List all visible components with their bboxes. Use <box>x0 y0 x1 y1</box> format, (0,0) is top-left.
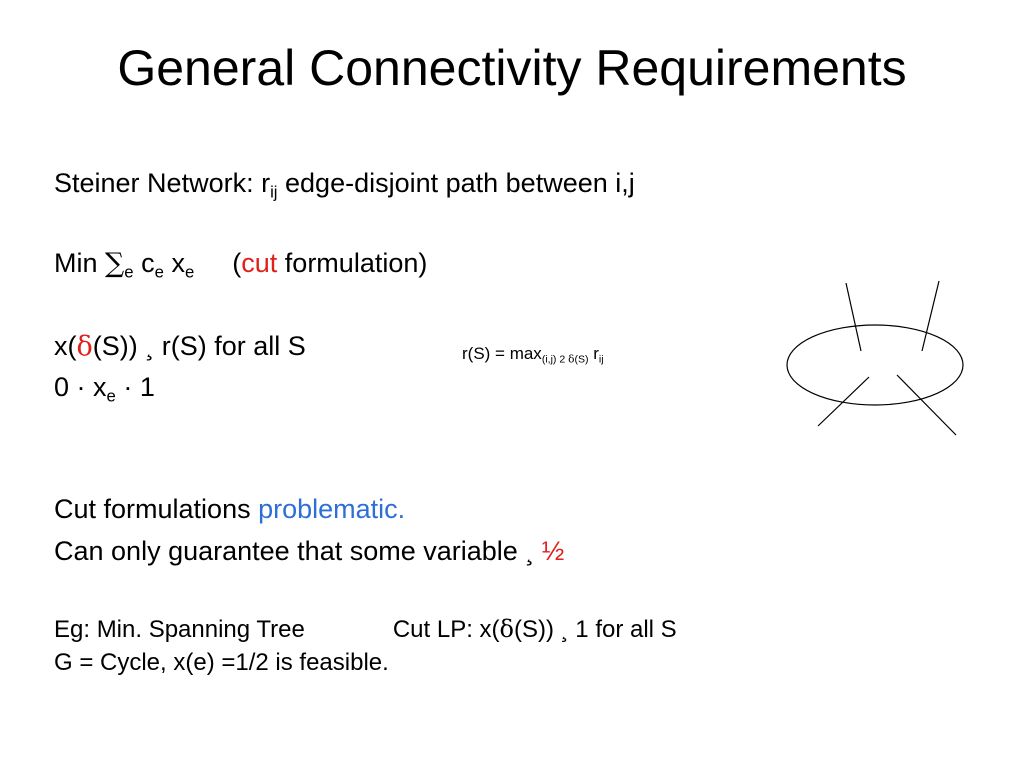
half-highlight: ½ <box>534 536 565 566</box>
cut-lp-delta: δ <box>499 615 514 643</box>
constraint-r-part: r(S) for all S <box>154 331 306 361</box>
rs-definition: r(S) = max(i,j) 2 δ(S) rij <box>462 338 604 370</box>
guarantee-prefix: Can only guarantee that some variable <box>54 536 526 566</box>
bounds-constraint-line: 0 · xe · 1 <box>54 371 155 406</box>
cut-lp-mid: (S)) <box>513 616 561 643</box>
geq-glyph: ¸ <box>145 331 155 361</box>
problematic-prefix: Cut formulations <box>54 494 259 524</box>
problematic-line: Cut formulations problematic. <box>54 493 405 525</box>
steiner-network-text: Steiner Network: r <box>54 168 271 198</box>
cut-constraint-line: x(δ(S)) ¸ r(S) for all S <box>54 330 306 363</box>
bounds-suffix: · 1 <box>115 372 155 402</box>
steiner-r-subscript: ij <box>270 182 278 202</box>
objective-line: Min ∑e ce xe(cut formulation) <box>54 247 427 280</box>
rs-prefix: r(S) = max <box>462 344 542 363</box>
objective-open-paren: ( <box>232 248 242 278</box>
guarantee-line: Can only guarantee that some variable ¸ … <box>54 535 564 567</box>
example-label: Eg: Min. Spanning Tree <box>54 616 305 643</box>
sigma-symbol: ∑ <box>105 248 125 279</box>
cut-highlight: cut <box>241 248 278 278</box>
bounds-subscript: e <box>106 386 116 406</box>
rs-r: r <box>588 344 599 363</box>
rs-r-subscript: ij <box>598 353 604 366</box>
objective-c: c <box>133 248 155 278</box>
delta-symbol: δ <box>76 331 93 362</box>
rs-sub-end: (S) <box>574 353 589 366</box>
rs-sub-delta: δ <box>568 353 575 366</box>
rs-sub-start: (i,j) 2 <box>541 353 569 366</box>
crossing-edge-4 <box>896 374 957 436</box>
x-subscript: e <box>184 262 195 282</box>
set-s-ellipse <box>786 324 964 406</box>
cut-diagram <box>786 280 964 436</box>
constraint-x-open: x( <box>54 331 77 361</box>
objective-x: x <box>163 248 185 278</box>
objective-formulation: formulation) <box>277 248 428 278</box>
cycle-line: G = Cycle, x(e) =1/2 is feasible. <box>54 647 389 679</box>
crossing-edge-2 <box>921 280 940 352</box>
cut-lp-suffix: 1 for all S <box>568 616 677 643</box>
cycle-text: G = Cycle, x(e) =1/2 is feasible. <box>54 649 389 676</box>
steiner-network-line: Steiner Network: rij edge-disjoint path … <box>54 167 635 202</box>
slide-title: General Connectivity Requirements <box>117 40 907 96</box>
crossing-edge-3 <box>817 376 870 427</box>
constraint-s-part: (S)) <box>92 331 146 361</box>
steiner-network-suffix: edge-disjoint path between i,j <box>277 168 635 198</box>
problematic-highlight: problematic. <box>258 494 406 524</box>
bounds-prefix: 0 · x <box>54 372 107 402</box>
crossing-edge-1 <box>845 282 862 352</box>
objective-min: Min <box>54 248 106 278</box>
sigma-subscript: e <box>124 262 134 282</box>
cut-lp-geq-glyph: ¸ <box>560 616 569 643</box>
guarantee-geq-glyph: ¸ <box>525 536 535 566</box>
cut-lp-prefix: Cut LP: x( <box>392 616 500 643</box>
c-subscript: e <box>154 262 164 282</box>
